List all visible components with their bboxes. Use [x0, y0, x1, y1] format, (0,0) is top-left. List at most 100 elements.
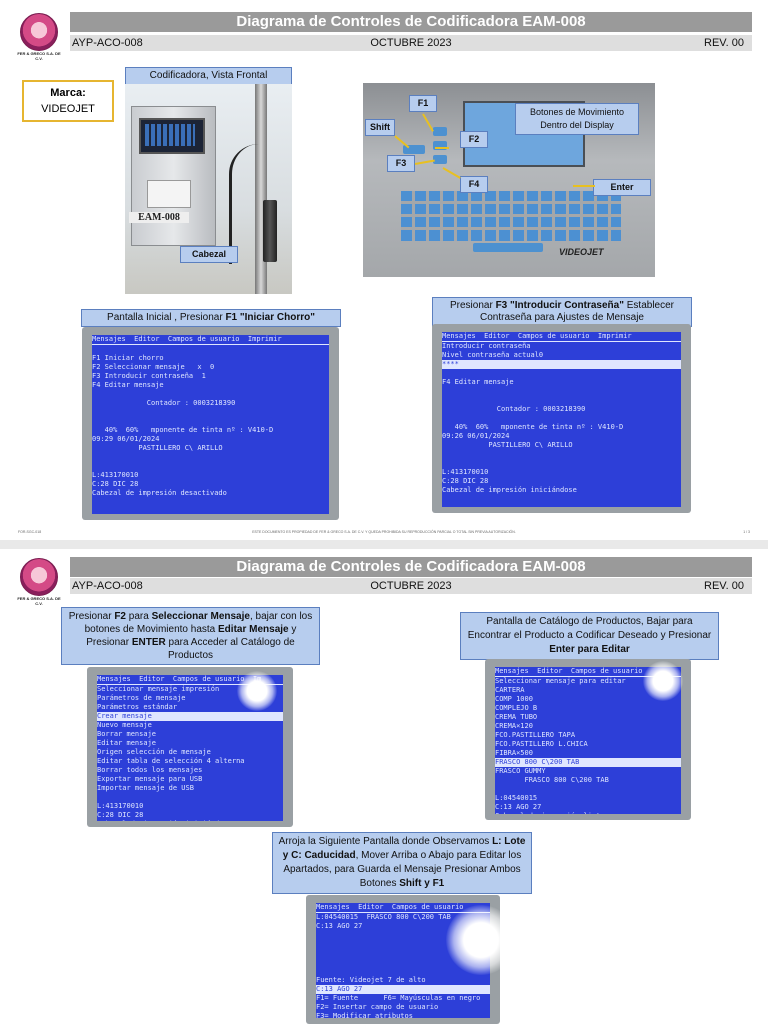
lcd-line: FRASCO 800 C\200 TAB: [495, 758, 681, 767]
lcd-line: Parámetros estándar: [97, 703, 178, 711]
printer-front-photo: EAM-008 Cabezal: [125, 84, 292, 294]
lcd-line: C:28 DIC 28: [97, 811, 144, 819]
lcd-line: [97, 793, 283, 802]
lcd-line: L:413170010: [97, 802, 144, 810]
password-screen-caption: Presionar F3 "Introducir Contraseña" Est…: [432, 297, 692, 327]
lcd-line: C:28 DIC 28: [442, 477, 489, 485]
keyboard-brand: VIDEOJET: [559, 247, 604, 257]
lcd-line: Contador : 0003218390: [92, 399, 236, 407]
lcd-line: Crear mensaje: [97, 712, 283, 721]
space-key: [473, 243, 543, 252]
lcd-line: COMP 1000: [495, 695, 533, 703]
lcd-line: Editar mensaje: [97, 739, 157, 747]
lcd-line: Introducir contraseña: [442, 342, 531, 350]
lcd-line: [92, 345, 329, 354]
document-meta-bar: OCTUBRE 2023 AYP-ACO-008 REV. 00: [70, 35, 752, 51]
function-key: [433, 155, 447, 164]
f1-arrow: [422, 113, 434, 132]
lcd-line: C:13 AGO 27: [495, 803, 542, 811]
lcd-line: Cabezal de impresión iniciándose: [442, 486, 577, 494]
document-revision: REV. 00: [704, 580, 744, 592]
lcd-line: Borrar todos los mensajes: [97, 766, 203, 774]
document-page-1: FER & GRECO S.A. DE C.V. Diagrama de Con…: [17, 12, 752, 534]
lcd-line: [442, 450, 681, 459]
cabezal-label: Cabezal: [180, 246, 238, 263]
lcd-line: FCO.PASTILLERO TAPA: [495, 731, 576, 739]
logo-caption: FER & GRECO S.A. DE C.V.: [17, 51, 61, 61]
initial-screen-photo: Mensajes Editor Campos de usuario Imprim…: [82, 327, 339, 520]
lcd-line: [92, 408, 329, 417]
f4-arrow: [442, 167, 461, 179]
lcd-line: Fuente: Videojet 7 de alto: [316, 976, 426, 984]
printer-plate: EAM-008: [129, 212, 189, 223]
lcd-line: Mensajes Editor Campos de usuario Imprim…: [442, 332, 681, 342]
lcd-line: [442, 369, 681, 378]
document-title: Diagrama de Controles de Codificadora EA…: [70, 12, 752, 32]
lcd-line: Mensajes Editor Campos de usuario: [316, 903, 490, 913]
lcd-line: Seleccionar mensaje impresión: [97, 685, 220, 693]
initial-screen-caption: Pantalla Inicial , Presionar F1 "Iniciar…: [81, 309, 341, 327]
keyboard-photo: F1 Shift F2 F3 F4 Botones de Movimiento …: [363, 83, 655, 277]
logo-caption: FER & GRECO S.A. DE C.V.: [17, 596, 61, 606]
f3-key-label: F3: [387, 155, 415, 172]
lcd-display: Mensajes Editor Campos de usuario Imprim…: [92, 335, 329, 514]
password-screen-caption-bold: F3 "Introducir Contraseña": [495, 300, 624, 311]
function-key: [403, 145, 425, 154]
document-page-2: FER & GRECO S.A. DE C.V. Diagrama de Con…: [0, 549, 768, 1024]
keyboard-keys-row: [401, 214, 621, 217]
password-screen-caption-text: Presionar: [450, 300, 496, 311]
lcd-line: [442, 414, 681, 423]
brand-box: Marca: VIDEOJET: [22, 80, 114, 122]
company-logo: [20, 13, 58, 51]
lcd-line: Cabezal de impresión desactivado: [92, 489, 227, 497]
shift-arrow: [394, 135, 410, 149]
document-title: Diagrama de Controles de Codificadora EA…: [70, 557, 752, 577]
lcd-line: Mensajes Editor Campos de usuario: [495, 667, 681, 677]
lcd-line: Nivel contraseña actual0: [442, 351, 544, 359]
f2-arrow: [435, 147, 449, 149]
lcd-line: F4 Editar mensaje: [92, 381, 164, 389]
lcd-line: [92, 390, 329, 399]
lcd-line: F3= Modificar atributos: [316, 1012, 413, 1018]
lcd-line: [92, 462, 329, 471]
fields-caption: Arroja la Siguiente Pantalla donde Obser…: [272, 832, 532, 894]
enter-arrow: [573, 185, 595, 187]
lcd-line: L:413170010: [442, 468, 489, 476]
lcd-line: Mensajes Editor Campos de usuario Imprim…: [92, 335, 329, 345]
lcd-line: F1 Iniciar chorro: [92, 354, 164, 362]
lcd-line: [92, 453, 329, 462]
document-date: OCTUBRE 2023: [370, 580, 452, 592]
brand-label: Marca:: [50, 87, 86, 99]
lcd-line: FCO.PASTILLERO L.CHICA: [495, 740, 588, 748]
function-key: [433, 141, 447, 150]
printer-keypad: [145, 124, 195, 146]
screen-glare: [446, 905, 500, 975]
lcd-line: FIBRA×500: [495, 749, 533, 757]
lcd-line: F3 Introducir contraseña 1: [92, 372, 206, 380]
lcd-line: [442, 459, 681, 468]
footer-form-code: FOR-SGC-018: [18, 530, 42, 534]
function-key: [433, 127, 447, 136]
lcd-line: FRASCO GUMMY: [495, 767, 546, 775]
lcd-display: Mensajes Editor Campos de usuario Imprim…: [442, 332, 681, 507]
lcd-line: C:13 AGO 27: [316, 985, 490, 994]
lcd-line: Importar mensaje de USB: [97, 784, 194, 792]
lcd-line: FRASCO 800 C\200 TAB: [495, 776, 609, 784]
initial-screen-caption-text: Pantalla Inicial , Presionar: [107, 312, 226, 323]
lcd-line: Editar tabla de selección 4 alterna: [97, 757, 245, 765]
lcd-line: F2 Seleccionar mensaje x 0: [92, 363, 215, 371]
lcd-line: Cabezal de impresión iniciándose: [97, 820, 283, 821]
lcd-line: [495, 785, 681, 794]
company-logo: [20, 558, 58, 596]
catalog-caption: Pantalla de Catálogo de Productos, Bajar…: [460, 612, 719, 660]
lcd-line: Seleccionar mensaje para editar: [495, 677, 626, 685]
document-code: AYP-ACO-008: [72, 580, 143, 592]
password-screen-photo: Mensajes Editor Campos de usuario Imprim…: [432, 324, 691, 513]
f1-key-label: F1: [409, 95, 437, 112]
brand-value: VIDEOJET: [41, 103, 95, 115]
f2-key-label: F2: [460, 131, 488, 148]
lcd-line: C:13 AGO 27: [316, 922, 363, 930]
lcd-line: C:28 DIC 28: [92, 480, 139, 488]
lcd-line: [92, 417, 329, 426]
